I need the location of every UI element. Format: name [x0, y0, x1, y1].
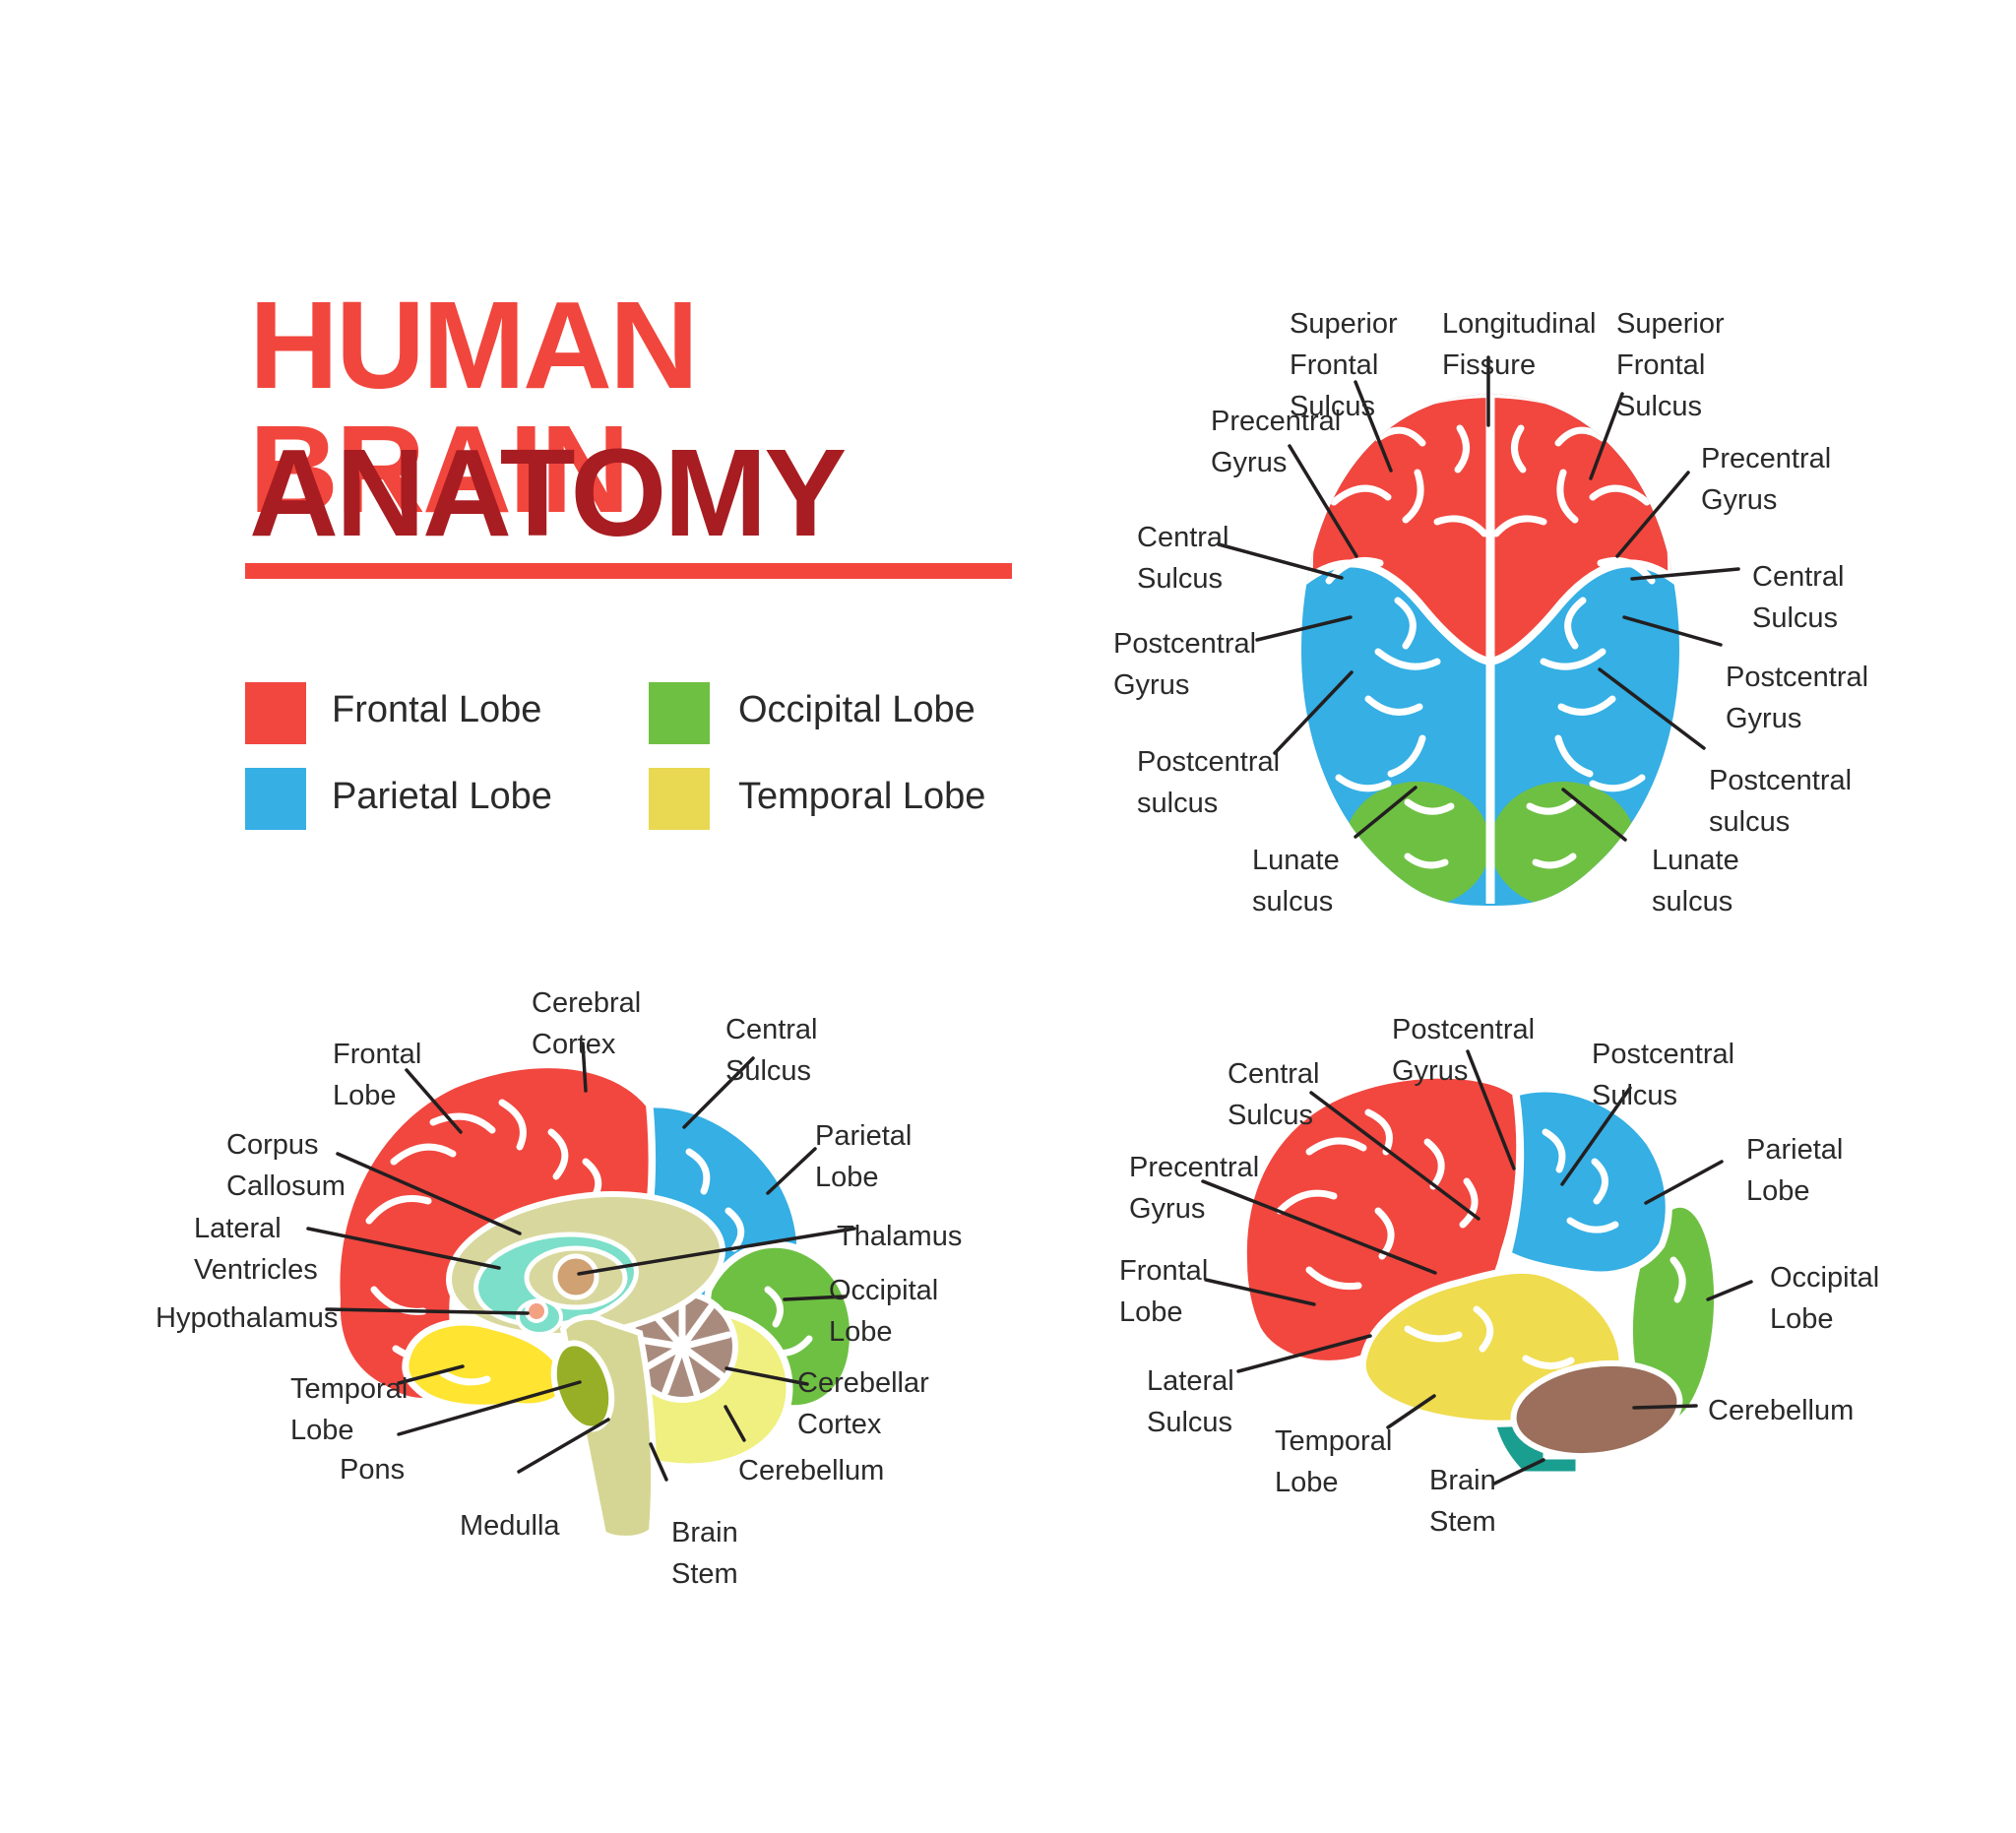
label-longitudinal-fissure: Longitudinal Fissure	[1442, 308, 1597, 382]
label-central-sulcus-left: Central Sulcus	[1137, 522, 1229, 596]
title-block: HUMAN BRAIN ANATOMY	[0, 0, 1083, 640]
label-corpus-callosum: Corpus Callosum	[226, 1129, 346, 1203]
label-medulla: Medulla	[460, 1510, 560, 1542]
label-superior-frontal-sulcus-right: Superior Frontal Sulcus	[1616, 308, 1725, 423]
label-temporal-lobe: Temporal Lobe	[290, 1373, 409, 1447]
label-frontal-lobe: Frontal Lobe	[333, 1039, 422, 1112]
diagram-side-view: Postcentral Gyrus Postcentral Sulcus Centr…	[1083, 965, 2016, 1654]
sagittal-brain-art	[306, 1042, 857, 1542]
label-central-sulcus: Central Sulcus	[1228, 1058, 1320, 1132]
title-line2: ANATOMY	[249, 423, 847, 562]
sagittal-leader-lines	[306, 1042, 856, 1482]
label-central-sulcus: Central Sulcus	[725, 1014, 818, 1088]
side-view-brain-art	[1201, 1049, 1753, 1485]
title-underline	[245, 563, 1012, 579]
side-view-leader-lines	[1201, 1049, 1753, 1485]
label-postcentral-gyrus-right: Postcentral Gyrus	[1726, 662, 1869, 735]
label-cerebellum: Cerebellum	[1708, 1395, 1855, 1426]
label-lateral-ventricles: Lateral Ventricles	[194, 1213, 318, 1287]
label-lunate-sulcus-left: Lunate sulcus	[1252, 845, 1340, 918]
label-postcentral-sulcus-left: Postcentral sulcus	[1137, 746, 1281, 820]
label-lateral-sulcus: Lateral Sulcus	[1147, 1365, 1234, 1439]
label-parietal-lobe: Parietal Lobe	[1746, 1134, 1844, 1208]
label-hypothalamus: Hypothalamus	[156, 1302, 339, 1334]
label-precentral-gyrus: Precentral Gyrus	[1129, 1152, 1260, 1226]
label-parietal-lobe: Parietal Lobe	[815, 1120, 913, 1194]
label-postcentral-sulcus-right: Postcentral sulcus	[1709, 765, 1853, 839]
label-postcentral-gyrus-left: Postcentral Gyrus	[1113, 628, 1257, 702]
legend-swatch-parietal	[245, 768, 306, 830]
legend-swatch-occipital	[649, 682, 710, 744]
title-line1: HUMAN BRAIN	[249, 276, 699, 538]
label-postcentral-gyrus: Postcentral Gyrus	[1392, 1014, 1536, 1088]
label-brain-stem: Brain Stem	[1429, 1465, 1496, 1539]
legend-label-parietal: Parietal Lobe	[332, 776, 552, 817]
legend-label-temporal: Temporal Lobe	[738, 776, 986, 817]
label-lunate-sulcus-right: Lunate sulcus	[1652, 845, 1739, 918]
label-brain-stem: Brain Stem	[671, 1517, 738, 1591]
label-thalamus: Thalamus	[837, 1221, 963, 1252]
label-pons: Pons	[340, 1454, 406, 1485]
label-postcentral-sulcus: Postcentral Sulcus	[1592, 1039, 1735, 1112]
top-view-brain-art	[1217, 355, 1740, 906]
legend-label-occipital: Occipital Lobe	[738, 689, 976, 730]
legend-swatch-frontal	[245, 682, 306, 744]
label-central-sulcus-right: Central Sulcus	[1752, 561, 1845, 635]
label-temporal-lobe: Temporal Lobe	[1275, 1425, 1393, 1499]
label-cerebellar-cortex: Cerebellar Cortex	[797, 1367, 929, 1441]
diagram-top-view: Superior Frontal Sulcus Longitudinal Fiss…	[1083, 226, 2016, 965]
label-precentral-gyrus-right: Precentral Gyrus	[1701, 443, 1832, 517]
label-occipital-lobe: Occipital Lobe	[1770, 1262, 1880, 1336]
legend-label-frontal: Frontal Lobe	[332, 689, 542, 730]
label-cerebral-cortex: Cerebral Cortex	[532, 987, 642, 1061]
label-frontal-lobe: Frontal Lobe	[1119, 1255, 1209, 1329]
label-cerebellum: Cerebellum	[738, 1455, 885, 1486]
label-precentral-gyrus-left: Precentral Gyrus	[1211, 406, 1342, 479]
label-superior-frontal-sulcus-left: Superior Frontal Sulcus	[1290, 308, 1398, 423]
label-occipital-lobe: Occipital Lobe	[829, 1275, 939, 1349]
top-view-leader-lines	[1217, 355, 1740, 842]
legend-swatch-temporal	[649, 768, 710, 830]
